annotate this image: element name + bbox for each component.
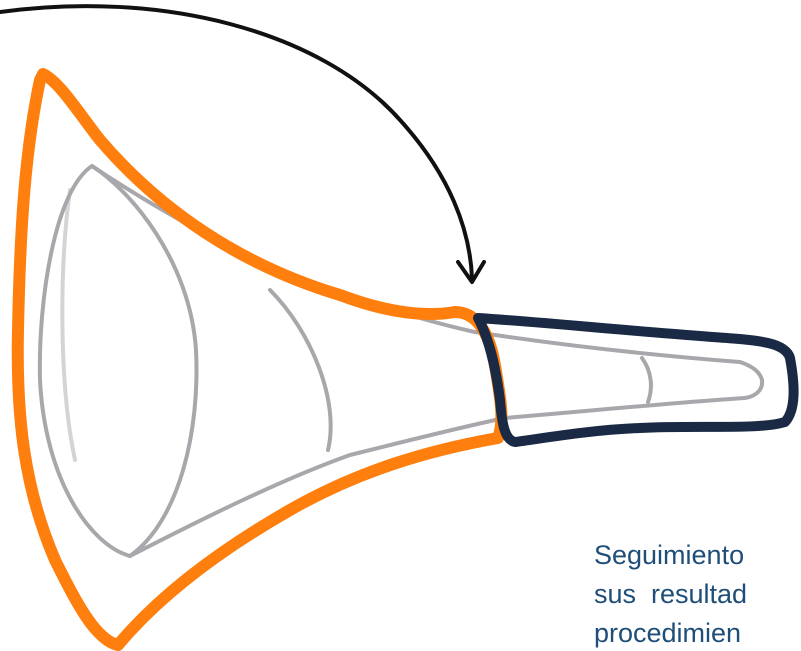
navy-highlight-outline xyxy=(478,318,794,442)
pencil-funnel-sketch xyxy=(40,166,762,556)
caption-line-1: Seguimiento xyxy=(594,536,801,575)
pointer-arrow xyxy=(0,6,484,282)
caption-text: Seguimiento sus resultad procedimien xyxy=(594,536,801,651)
arrow-shaft xyxy=(0,6,472,278)
tube-joint-line xyxy=(642,358,651,402)
tube-bottom-edge xyxy=(505,380,762,418)
caption-line-2: sus resultad xyxy=(594,575,801,614)
funnel-lower-edge xyxy=(130,418,505,556)
funnel-middle-curve xyxy=(270,290,331,450)
funnel-mouth-inner-line xyxy=(62,190,75,460)
caption-line-3: procedimien xyxy=(594,614,801,651)
